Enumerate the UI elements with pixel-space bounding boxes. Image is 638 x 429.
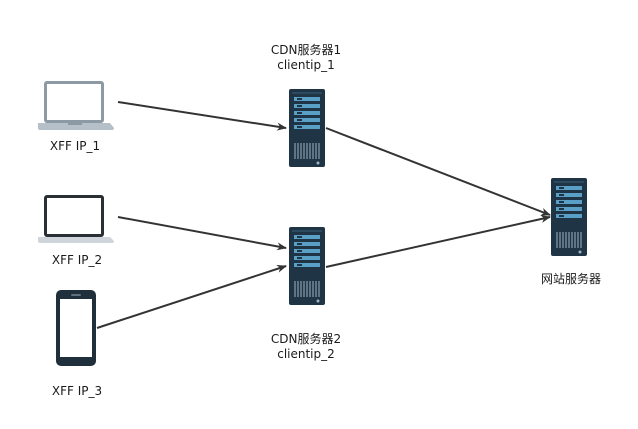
xff1-label: XFF IP_1	[50, 139, 100, 154]
edges	[96, 101, 551, 329]
edge-xff2-cdn2	[117, 216, 287, 251]
laptop-open-icon	[38, 195, 114, 243]
cdn2-name: CDN服务器2	[270, 332, 342, 346]
xff3-label: XFF IP_3	[52, 384, 102, 399]
laptop-icon	[38, 81, 114, 130]
cdn1-clientip: clientip_1	[277, 58, 335, 72]
smartphone-icon	[56, 290, 96, 366]
xff3-text: XFF IP_3	[51, 384, 103, 398]
edge-xff3-cdn2	[96, 265, 287, 329]
edge-cdn2-web	[325, 215, 551, 268]
cdn2-label: CDN服务器2 clientip_2	[271, 332, 341, 362]
xff2-text: XFF IP_2	[51, 253, 103, 267]
xff2-label: XFF IP_2	[52, 253, 102, 268]
cdn1-label: CDN服务器1 clientip_1	[271, 43, 341, 73]
xff1-text: XFF IP_1	[49, 139, 101, 153]
edge-xff1-cdn1	[117, 101, 287, 131]
web-server-icon	[550, 177, 588, 257]
origin-label: 网站服务器	[541, 272, 601, 287]
cdn2-server-icon	[288, 226, 326, 306]
cdn2-clientip: clientip_2	[277, 347, 335, 361]
cdn1-name: CDN服务器1	[270, 43, 342, 57]
origin-name: 网站服务器	[540, 272, 602, 286]
edge-cdn1-web	[325, 127, 551, 216]
cdn1-server-icon	[288, 88, 326, 168]
